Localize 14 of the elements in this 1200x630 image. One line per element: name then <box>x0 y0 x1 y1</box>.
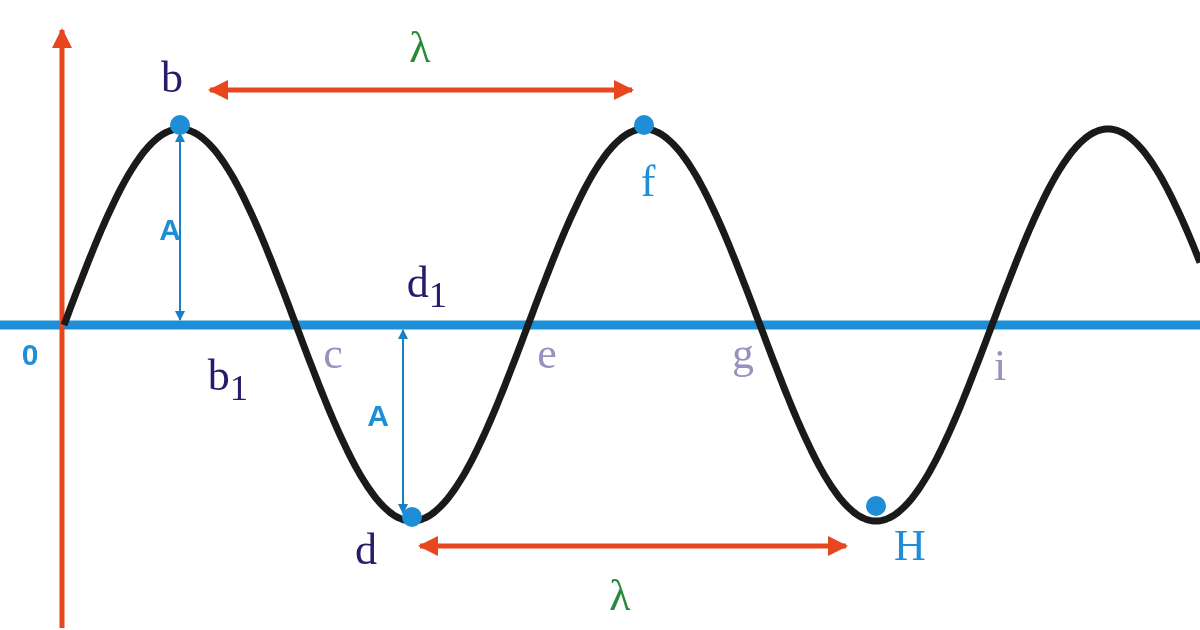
amplitude-label: A <box>367 401 389 431</box>
point-label: d$_{1}$ <box>406 260 448 314</box>
point-label: e <box>537 332 557 376</box>
point-label: c <box>323 332 343 376</box>
point-label: b <box>161 56 183 100</box>
point-label: g <box>732 332 754 376</box>
wavelength-label: λ <box>409 26 431 70</box>
wavelength-label: λ <box>609 574 631 618</box>
point-label: d <box>355 528 377 572</box>
point-label: f <box>640 160 656 204</box>
origin-label: 0 <box>21 340 39 370</box>
point-label: H <box>894 524 926 568</box>
point-label: i <box>993 344 1007 388</box>
point-label: b$_{1}$ <box>207 353 249 407</box>
